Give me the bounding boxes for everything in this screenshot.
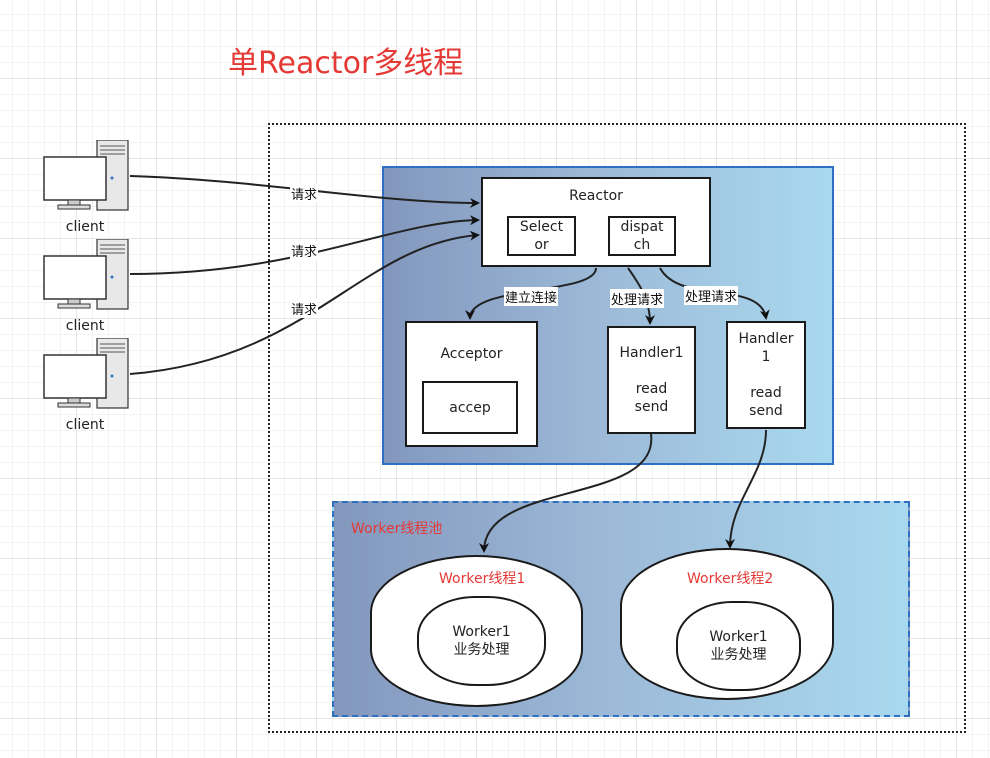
handle-label-1: 处理请求: [610, 289, 665, 308]
request-label-3: 请求: [290, 299, 319, 318]
connect-label: 建立连接: [504, 287, 559, 306]
diagram-title: 单Reactor多线程: [228, 46, 464, 81]
request-arrow-2: [129, 215, 480, 275]
computer-icon: [43, 238, 129, 310]
client-computer-icon-3: [42, 337, 132, 410]
worker-task-1: Worker1 业务处理: [417, 596, 546, 686]
worker-task-2: Worker1 业务处理: [676, 601, 801, 691]
computer-icon: [43, 139, 129, 211]
handler1-worker-arrow: [479, 433, 653, 553]
request-label-2: 请求: [290, 241, 319, 260]
handle-label-2: 处理请求: [684, 286, 739, 305]
acceptor-title: Acceptor: [440, 346, 503, 362]
dispatch-box: dispat ch: [608, 216, 676, 256]
worker-thread-1-title: Worker线程1: [439, 571, 526, 587]
reactor-title: Reactor: [569, 188, 623, 204]
request-arrow-3: [129, 230, 480, 375]
computer-icon: [43, 337, 129, 409]
client-computer-icon-1: [42, 139, 132, 212]
client-label-1: client: [65, 219, 105, 235]
client-label-3: client: [65, 417, 105, 433]
accept-box: accep: [422, 381, 518, 434]
request-label-1: 请求: [290, 184, 319, 203]
worker-pool-title: Worker线程池: [351, 521, 443, 537]
handler1-box: Handler1 read send: [607, 326, 696, 434]
server-boundary: [268, 123, 966, 733]
client-label-2: client: [65, 318, 105, 334]
handler2-worker-arrow: [725, 429, 767, 549]
client-computer-icon-2: [42, 238, 132, 311]
worker-thread-2-title: Worker线程2: [687, 571, 774, 587]
handler2-box: Handler 1 read send: [726, 321, 806, 429]
selector-box: Select or: [507, 216, 576, 256]
